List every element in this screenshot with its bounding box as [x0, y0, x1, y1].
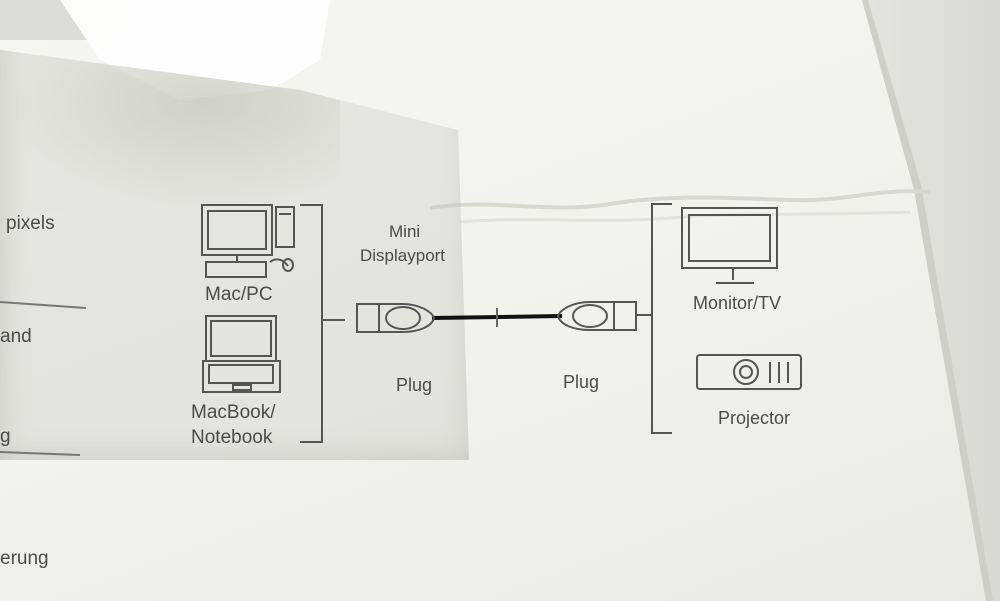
mini-displayport-plug-icon	[356, 303, 436, 333]
projector-icon	[696, 354, 802, 390]
desktop-computer-icon	[201, 204, 295, 278]
mini-displayport-plug-icon	[556, 301, 637, 331]
label-plug-right: Plug	[563, 372, 600, 392]
box-crease	[430, 189, 930, 224]
monitor-icon	[681, 207, 778, 284]
label-monitor-tv: Monitor/TV	[693, 293, 782, 313]
label-macbook: MacBook/	[191, 402, 276, 423]
label-pixels: pixels	[6, 213, 55, 234]
label-projector: Projector	[718, 408, 791, 428]
label-mini: Mini	[389, 222, 421, 241]
label-notebook: Notebook	[191, 427, 273, 448]
label-mac-pc: Mac/PC	[205, 284, 273, 305]
laptop-icon	[202, 315, 281, 393]
label-and: and	[0, 326, 32, 347]
label-displayport: Displayport	[360, 246, 446, 265]
right-bracket	[651, 203, 672, 434]
label-rung: erung	[0, 548, 49, 569]
label-plug-left: Plug	[396, 375, 433, 395]
cable-icon	[431, 308, 563, 327]
label-g: g	[0, 426, 11, 447]
left-bracket	[300, 204, 323, 443]
